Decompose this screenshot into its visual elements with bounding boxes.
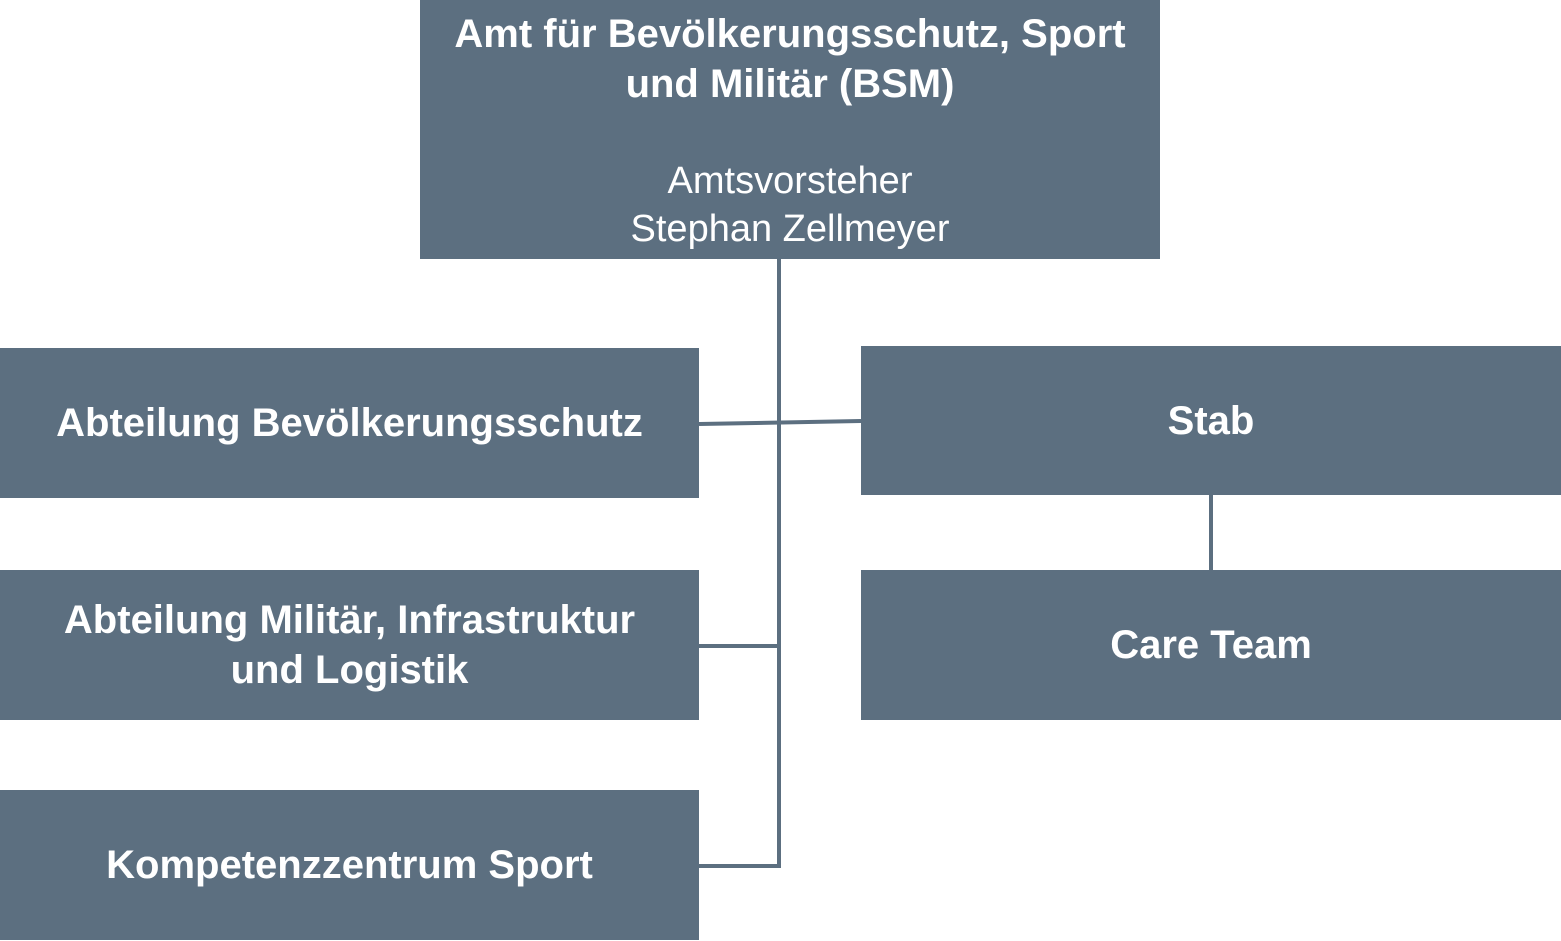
- unit-label: Stab: [1167, 398, 1255, 443]
- unit-label: Abteilung Militär, Infrastruktur und Log…: [63, 598, 636, 692]
- connector-bevoelkerungsschutz-stab: [698, 419, 862, 426]
- unit-label: Abteilung Bevölkerungsschutz: [56, 401, 643, 445]
- office-title: Amt für Bevölkerungsschutz, Sport und Mi…: [454, 12, 1126, 106]
- unit-box-stab: Stab: [861, 346, 1561, 495]
- unit-label: Care Team: [1110, 623, 1312, 667]
- unit-box-bevoelkerungsschutz: Abteilung Bevölkerungsschutz: [0, 348, 699, 498]
- unit-box-militaer: Abteilung Militär, Infrastruktur und Log…: [0, 570, 699, 720]
- office-head-role: Amtsvorsteher Stephan Zellmeyer: [630, 160, 950, 250]
- office-head-box: Amt für Bevölkerungsschutz, Sport und Mi…: [420, 0, 1160, 259]
- unit-box-sport: Kompetenzzentrum Sport: [0, 790, 699, 940]
- unit-box-care-team: Care Team: [861, 570, 1561, 720]
- unit-label: Kompetenzzentrum Sport: [106, 843, 593, 887]
